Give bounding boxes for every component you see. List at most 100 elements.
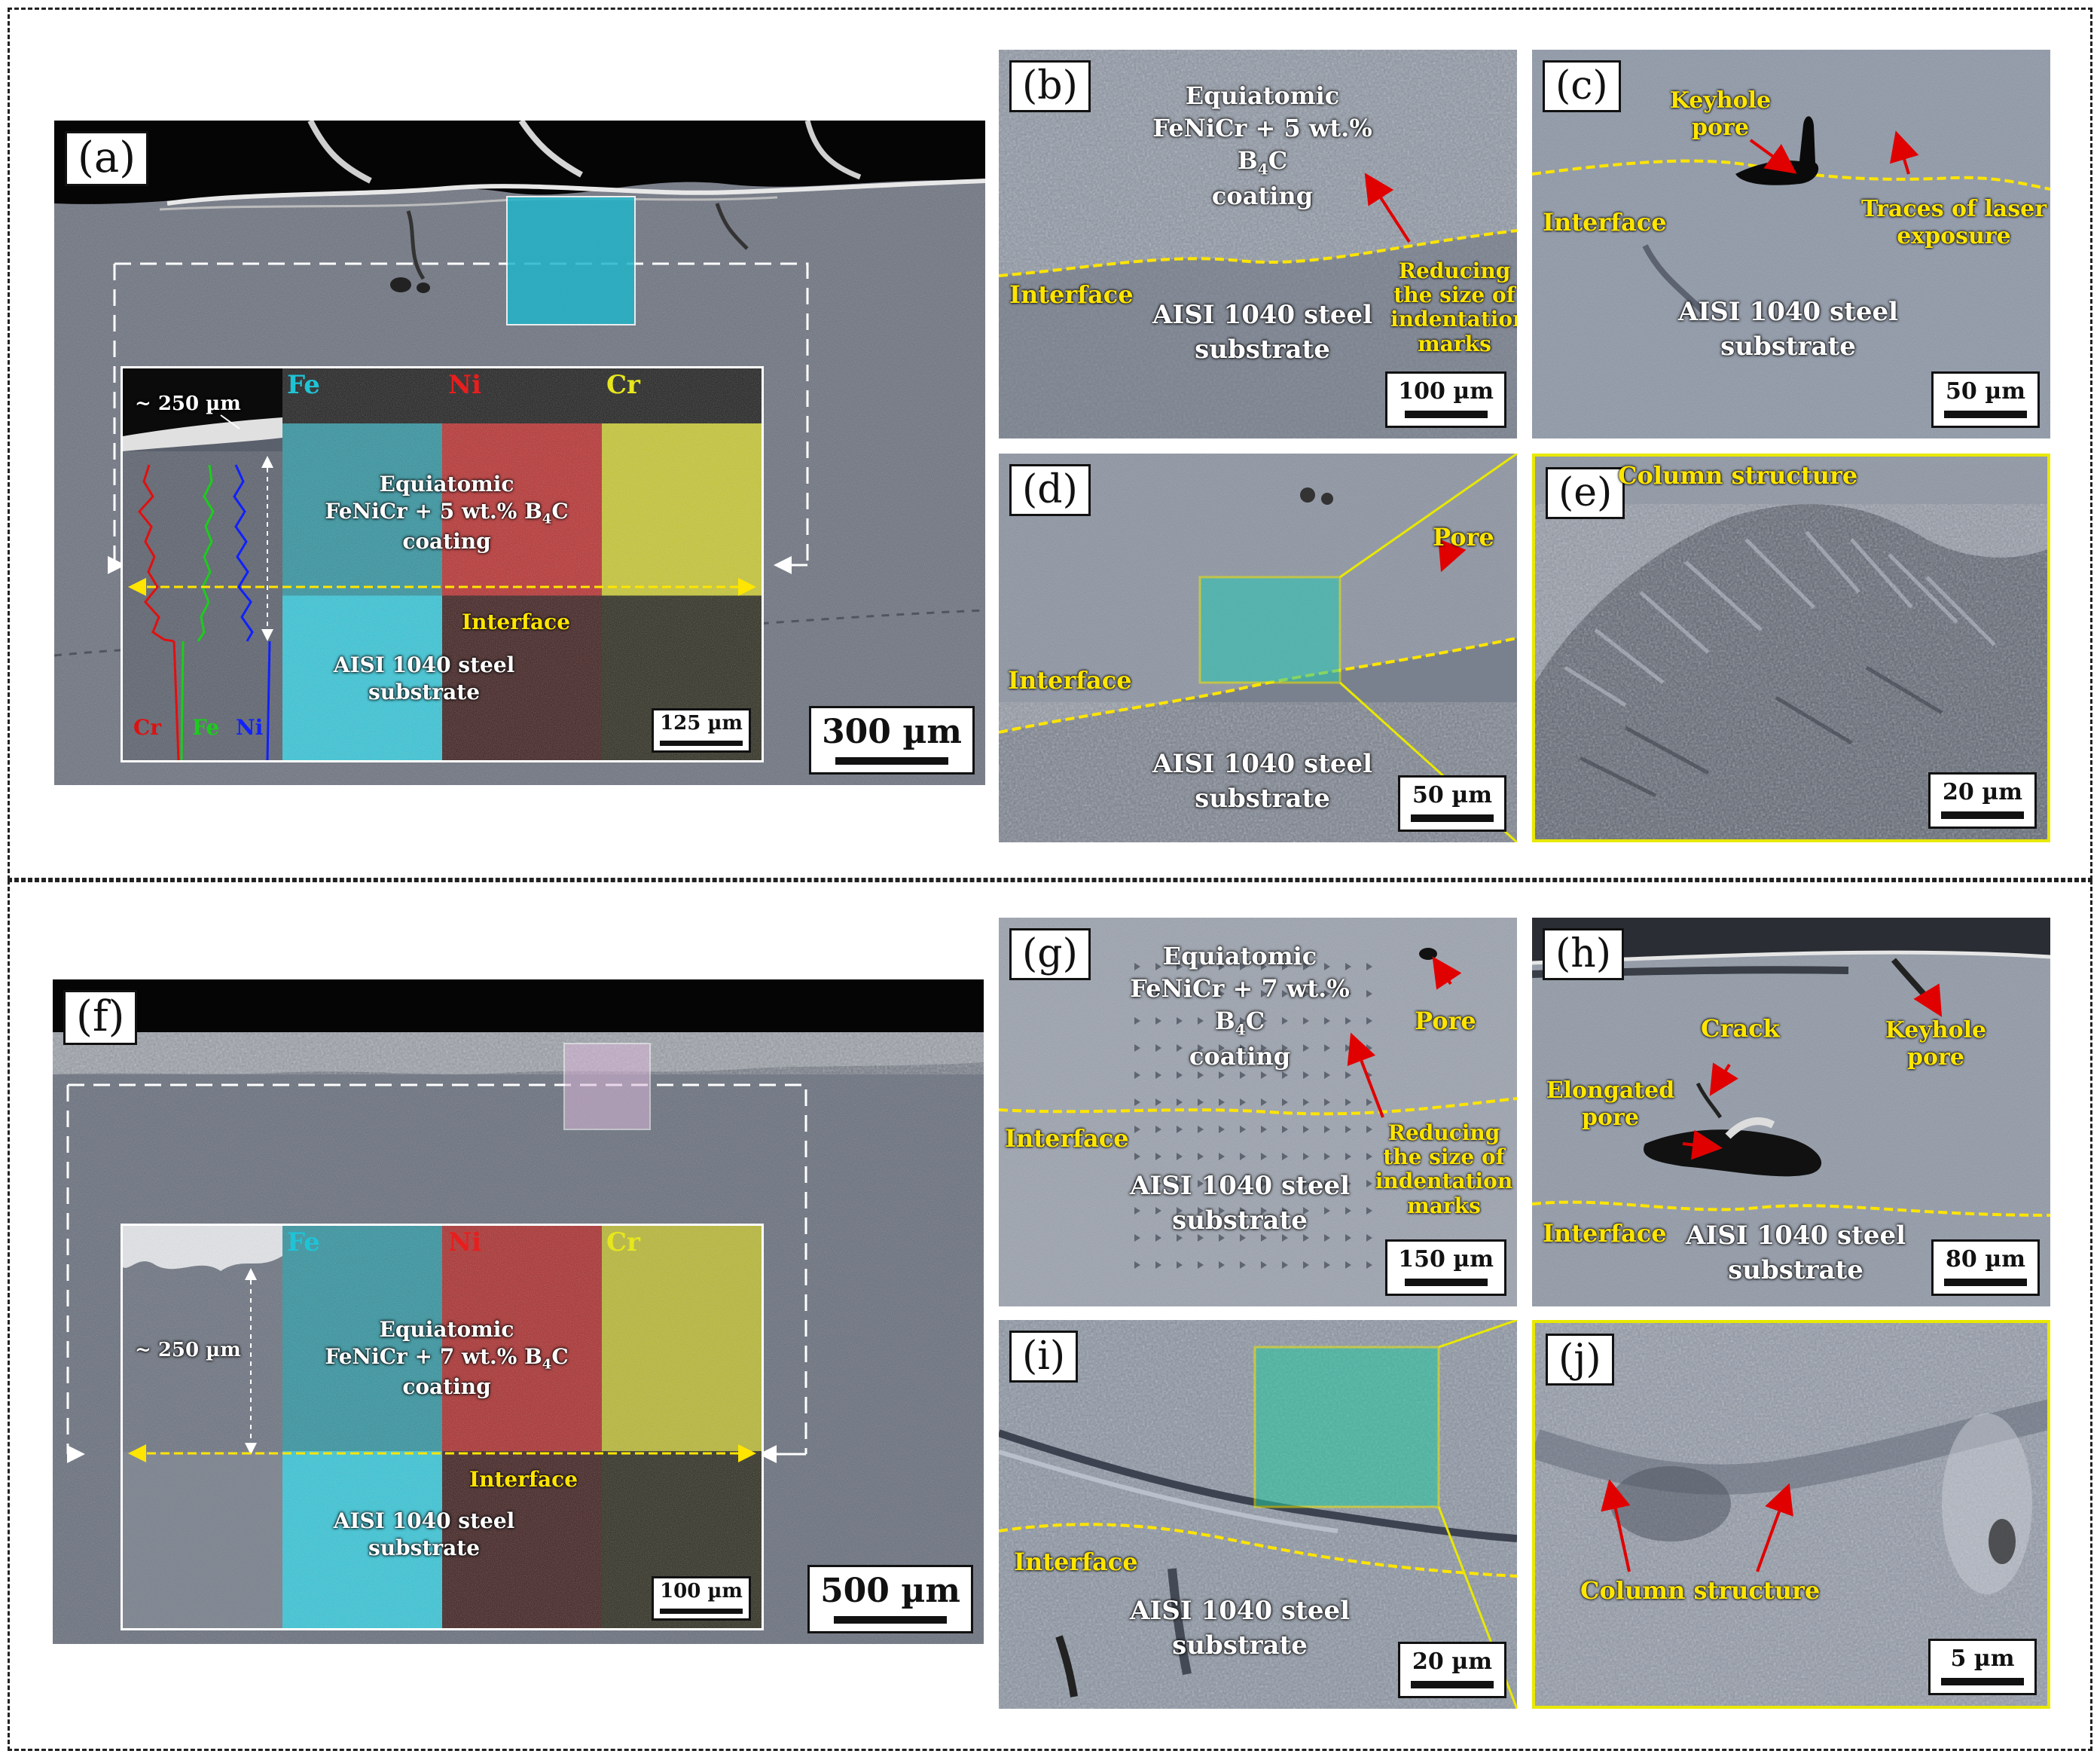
indentation-mark <box>1261 1126 1267 1133</box>
indentation-mark <box>1240 1261 1246 1269</box>
panel-b-coating-label: Equiatomic FeNiCr + 5 wt.% B4C coating <box>1152 81 1372 210</box>
indentation-mark <box>1177 1126 1183 1133</box>
indentation-mark <box>1345 1153 1351 1160</box>
indentation-mark <box>1134 1261 1140 1269</box>
panel-e: (e) Column structure 20 µm <box>1532 454 2050 842</box>
inset-f-label-cr: Cr <box>606 1227 640 1257</box>
inset-a-label-ni: Ni <box>448 370 481 400</box>
inset-a-scale-bar: 125 µm <box>652 708 751 753</box>
panel-f-letter: (f) <box>63 990 138 1045</box>
panel-b-scale-bar: 100 µm <box>1385 371 1506 428</box>
inset-f-label-ni: Ni <box>448 1227 481 1257</box>
inset-a-substrate-label: AISI 1040 steel substrate <box>333 652 515 705</box>
inset-f-fe-map <box>282 1226 442 1628</box>
indentation-mark <box>1303 1153 1309 1160</box>
panel-c-scale-bar: 50 µm <box>1931 371 2040 428</box>
indentation-mark <box>1324 1126 1330 1133</box>
panel-b: (b) Equiatomic FeNiCr + 5 wt.% B4C coati… <box>999 50 1517 438</box>
panel-j-scale-bar: 5 µm <box>1928 1639 2037 1695</box>
panel-h-letter: (h) <box>1543 928 1625 980</box>
indentation-mark <box>1324 1153 1330 1160</box>
indentation-mark <box>1303 1261 1309 1269</box>
panel-h-interface-label: Interface <box>1543 1219 1667 1248</box>
panel-f: ~ 250 µm Fe Ni Cr Equiatomic FeNiCr + 7 … <box>53 979 984 1644</box>
indentation-mark <box>1198 1153 1204 1160</box>
inset-f-ni-map <box>442 1226 602 1628</box>
panel-c-interface-label: Interface <box>1543 208 1667 237</box>
inset-a-line-label-ni: Ni <box>236 715 264 740</box>
panel-d-interface-label: Interface <box>1008 666 1132 695</box>
indentation-mark <box>1240 1126 1246 1133</box>
panel-a-scale-bar: 300 µm <box>809 706 975 775</box>
panel-d-letter: (d) <box>1009 464 1091 516</box>
indentation-mark <box>1134 1098 1140 1106</box>
panel-b-interface-label: Interface <box>1009 280 1134 309</box>
panel-g: (g) Equiatomic FeNiCr + 7 wt.% B4C coati… <box>999 918 1517 1306</box>
panel-g-coating-label: Equiatomic FeNiCr + 7 wt.% B4C coating <box>1130 942 1350 1071</box>
panel-g-annotation: Reducing the size of indentation marks <box>1375 1120 1513 1218</box>
indentation-mark <box>1177 1261 1183 1269</box>
indentation-mark <box>1198 1098 1204 1106</box>
indentation-mark <box>1366 1180 1372 1187</box>
indentation-mark <box>1345 1261 1351 1269</box>
panel-j-title: Column structure <box>1580 1576 1821 1605</box>
indentation-mark <box>1155 1098 1161 1106</box>
panel-b-letter: (b) <box>1009 60 1091 112</box>
indentation-mark <box>1134 1153 1140 1160</box>
inset-f-cr-map <box>602 1226 762 1628</box>
panel-f-scale-bar: 500 µm <box>807 1565 973 1633</box>
indentation-mark <box>1134 1126 1140 1133</box>
inset-f-substrate-label: AISI 1040 steel substrate <box>333 1508 515 1561</box>
inset-a-label-fe: Fe <box>287 370 320 400</box>
indentation-mark <box>1261 1261 1267 1269</box>
panel-i-interface-label: Interface <box>1014 1548 1138 1576</box>
inset-f-interface-label: Interface <box>469 1467 578 1492</box>
indentation-mark <box>1198 1261 1204 1269</box>
panel-g-scale-bar: 150 µm <box>1385 1239 1506 1296</box>
panel-h-scale-bar: 80 µm <box>1931 1239 2040 1296</box>
panel-e-letter: (e) <box>1546 467 1625 519</box>
inset-f-scale-bar: 100 µm <box>652 1576 751 1621</box>
indentation-mark <box>1219 1098 1225 1106</box>
indentation-mark <box>1345 1126 1351 1133</box>
panel-g-pore-label: Pore <box>1415 1007 1476 1035</box>
eds-inset-f: ~ 250 µm Fe Ni Cr Equiatomic FeNiCr + 7 … <box>121 1224 764 1630</box>
panel-j-letter: (j) <box>1546 1334 1614 1386</box>
indentation-mark <box>1366 1234 1372 1242</box>
indentation-mark <box>1155 1126 1161 1133</box>
indentation-mark <box>1155 1261 1161 1269</box>
indentation-mark <box>1219 1126 1225 1133</box>
indentation-mark <box>1155 1153 1161 1160</box>
panel-d-pore-label: Pore <box>1433 523 1494 552</box>
eds-inset-a: ~ 250 µm Cr Fe Ni Fe Ni Cr Equiatomic Fe… <box>121 366 764 762</box>
inset-f-thickness-label: ~ 250 µm <box>135 1339 241 1361</box>
indentation-mark <box>1219 1261 1225 1269</box>
indentation-mark <box>1345 1098 1351 1106</box>
panel-i-scale-bar: 20 µm <box>1398 1642 1506 1698</box>
inset-f-label-fe: Fe <box>287 1227 320 1257</box>
indentation-mark <box>1282 1153 1288 1160</box>
panel-f-highlight-box <box>563 1043 651 1130</box>
inset-a-interface-label: Interface <box>462 610 571 634</box>
indentation-mark <box>1366 1153 1372 1160</box>
indentation-mark <box>1240 1153 1246 1160</box>
panel-c-letter: (c) <box>1543 60 1621 112</box>
panel-g-interface-label: Interface <box>1005 1124 1129 1153</box>
indentation-mark <box>1324 1098 1330 1106</box>
inset-a-line-label-cr: Cr <box>133 715 162 740</box>
indentation-mark <box>1303 1098 1309 1106</box>
indentation-mark <box>1261 1098 1267 1106</box>
indentation-mark <box>1219 1153 1225 1160</box>
panel-e-scale-bar: 20 µm <box>1928 772 2037 829</box>
